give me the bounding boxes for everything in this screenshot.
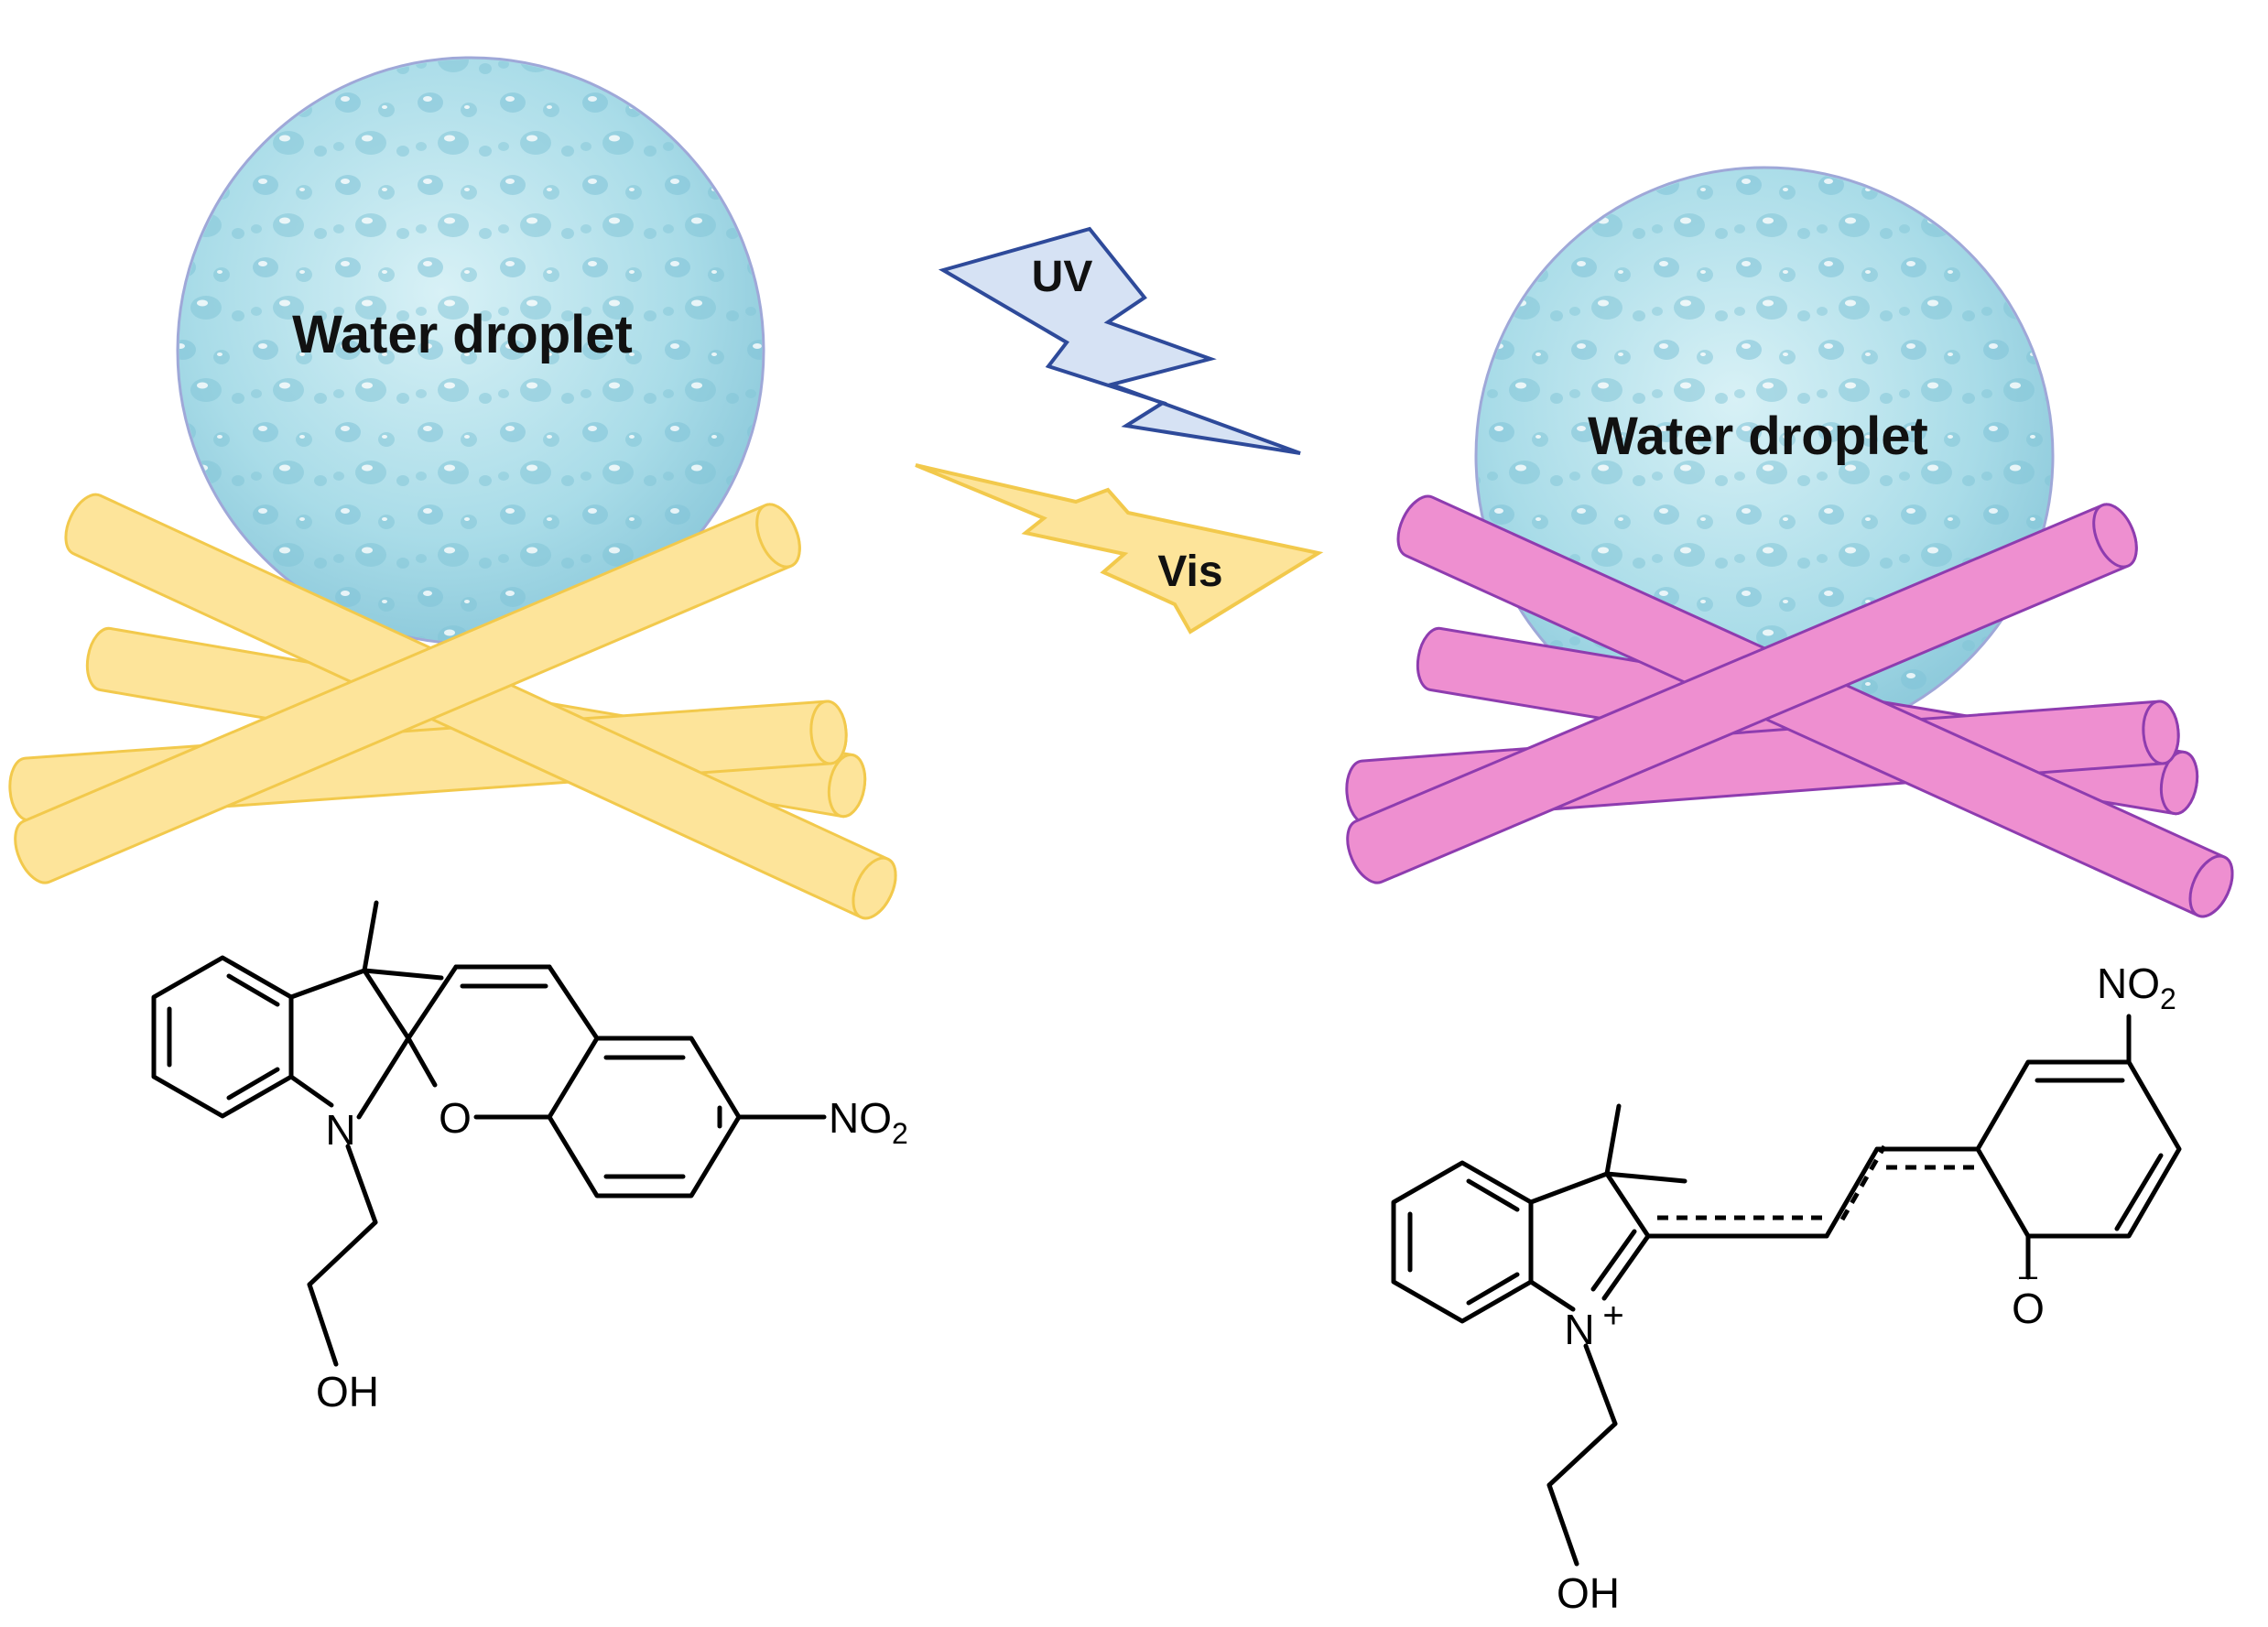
- left-rod-4: [14, 503, 801, 884]
- merocyanine-no2-main: NO: [2097, 960, 2160, 1007]
- left-droplet-label: Water droplet: [292, 305, 633, 364]
- merocyanine-negative-charge: –: [2019, 1256, 2037, 1294]
- merocyanine-structure: N + O – OH NO2: [1391, 960, 2182, 1617]
- left-rods: [8, 493, 897, 920]
- right-droplet-label: Water droplet: [1588, 407, 1928, 466]
- left-rod-3: [64, 493, 897, 920]
- merocyanine-o-atom: O: [2012, 1285, 2045, 1332]
- spiropyran-no2-main: NO: [829, 1094, 892, 1142]
- merocyanine-positive-charge: +: [1602, 1296, 1623, 1336]
- spiropyran-no2-group: NO2: [829, 1094, 908, 1150]
- merocyanine-no2-subscript: 2: [2160, 982, 2176, 1015]
- spiropyran-n-atom: N: [325, 1106, 355, 1154]
- left-panel: Water droplet: [8, 56, 897, 920]
- uv-lightning-arrow: UV: [938, 226, 1301, 455]
- merocyanine-n-atom: N: [1564, 1306, 1594, 1353]
- uv-label: UV: [1032, 253, 1093, 301]
- vis-lightning-arrow: Vis: [915, 463, 1324, 635]
- left-water-droplet: [176, 56, 765, 645]
- right-panel: Water droplet: [1345, 166, 2234, 918]
- spiropyran-oh-group: OH: [316, 1368, 379, 1415]
- merocyanine-oh-group: OH: [1557, 1569, 1620, 1617]
- right-rod-4: [1346, 503, 2138, 884]
- right-rod-3: [1396, 494, 2234, 918]
- merocyanine-no2-group: NO2: [2097, 960, 2176, 1015]
- spiropyran-no2-subscript: 2: [892, 1117, 908, 1150]
- spiropyran-o-atom: O: [439, 1094, 472, 1142]
- vis-label: Vis: [1157, 548, 1222, 596]
- right-rods: [1345, 494, 2234, 918]
- spiropyran-structure: N O OH NO2: [151, 900, 908, 1415]
